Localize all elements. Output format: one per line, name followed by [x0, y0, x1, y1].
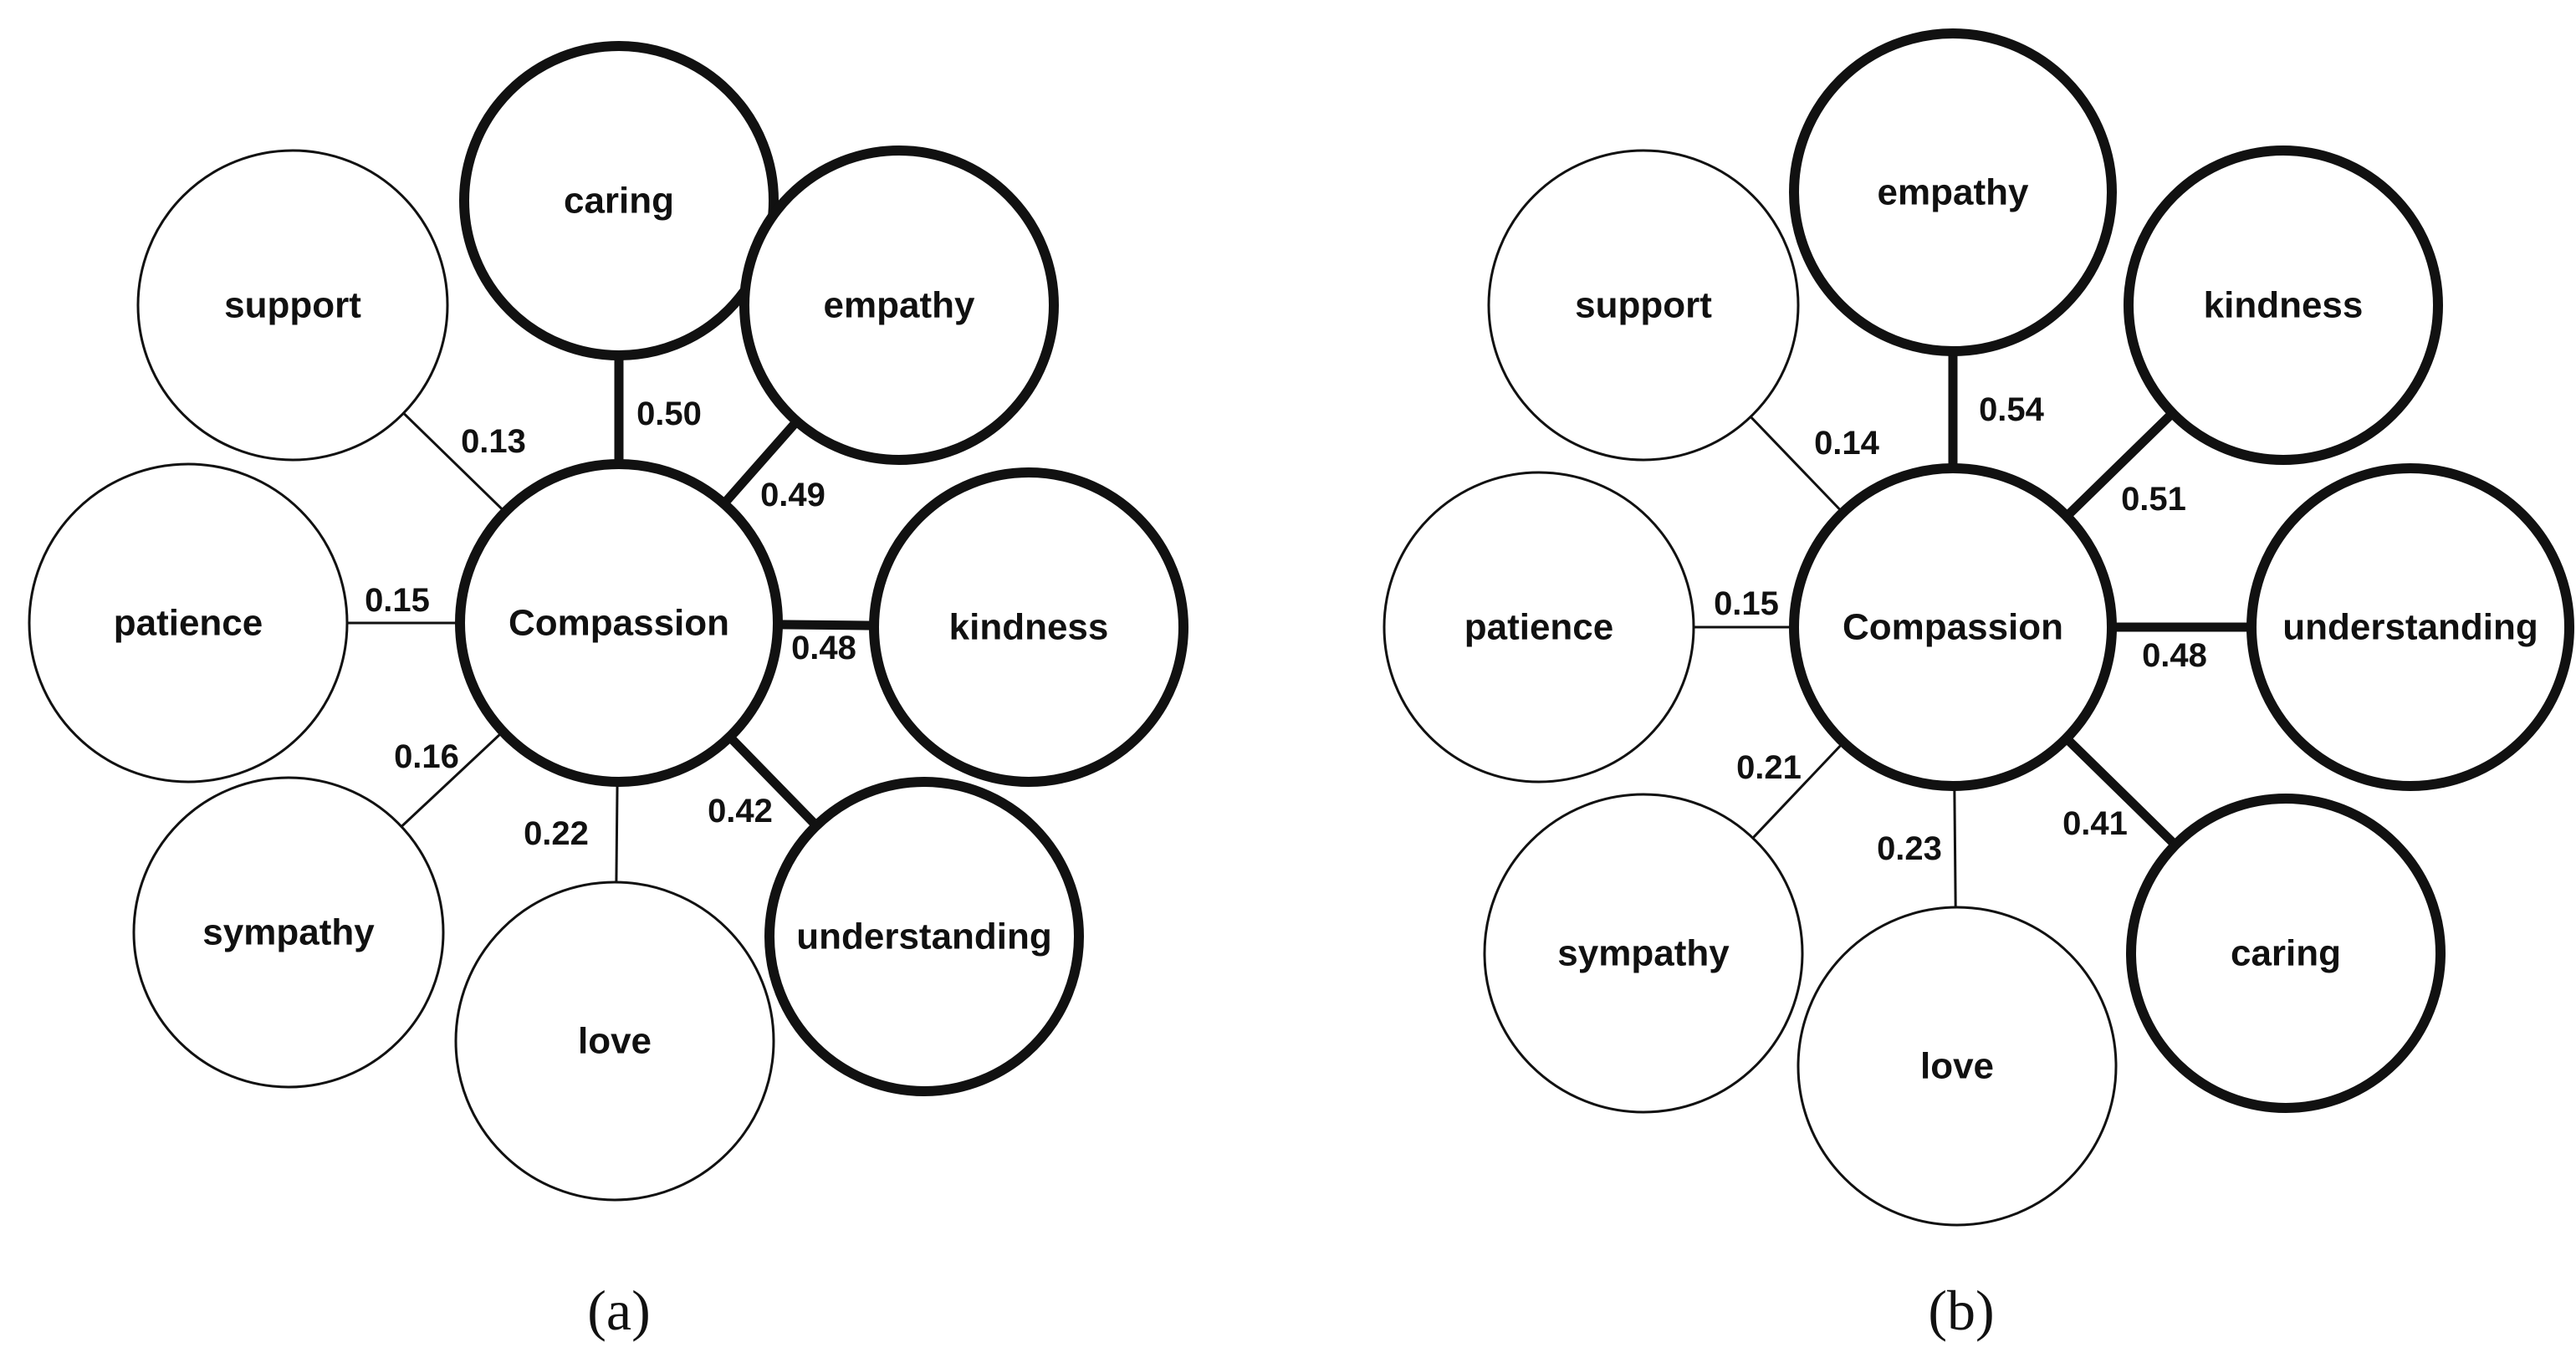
edge-weight-patience: 0.15: [365, 582, 430, 619]
edge-weight-empathy: 0.49: [760, 477, 825, 513]
edge-weight-kindness: 0.51: [2121, 481, 2186, 518]
center-node: [455, 459, 783, 787]
node-love: [454, 881, 775, 1202]
node-support: [136, 149, 449, 462]
edge-weight-support: 0.13: [461, 423, 526, 460]
edge-weight-support: 0.14: [1814, 425, 1880, 462]
edge-weight-kindness: 0.48: [791, 630, 856, 666]
center-node-label: Compassion: [1843, 607, 2063, 648]
edge-love: [615, 781, 619, 883]
node-empathy: [739, 145, 1059, 465]
node-label-understanding: understanding: [796, 916, 1052, 957]
edge-support: [1750, 416, 1844, 514]
edge-sympathy: [1751, 741, 1845, 840]
edge-weight-love: 0.22: [524, 815, 589, 852]
node-label-patience: patience: [1464, 607, 1614, 648]
edge-weight-empathy: 0.54: [1979, 391, 2045, 428]
node-understanding: [2246, 463, 2574, 791]
center-node: [1789, 463, 2117, 791]
panel-caption: (a): [587, 1279, 650, 1342]
node-support: [1487, 149, 1800, 462]
edge-weight-sympathy: 0.16: [394, 738, 459, 775]
node-label-love: love: [1920, 1046, 1994, 1087]
panel-a: caring empathy kindness understanding love sy…: [28, 41, 1188, 1342]
edge-weight-understanding: 0.42: [708, 793, 773, 830]
edge-weight-understanding: 0.48: [2142, 637, 2207, 674]
edge-kindness: [2063, 410, 2176, 520]
node-understanding: [764, 777, 1084, 1096]
edge-weight-sympathy: 0.21: [1736, 749, 1802, 786]
node-patience: [28, 462, 349, 784]
edge-sympathy: [400, 730, 504, 828]
node-label-understanding: understanding: [2282, 607, 2538, 648]
node-love: [1797, 906, 2118, 1227]
node-label-sympathy: sympathy: [202, 912, 375, 953]
node-empathy: [1789, 28, 2117, 356]
node-label-kindness: kindness: [2204, 285, 2364, 326]
node-label-support: support: [1575, 285, 1712, 326]
node-label-love: love: [578, 1021, 652, 1062]
panel-b: empathy kindness understanding caring love sy…: [1383, 28, 2574, 1342]
edge-weight-caring: 0.50: [636, 396, 702, 432]
node-kindness: [869, 467, 1188, 787]
node-label-patience: patience: [114, 603, 263, 644]
edge-empathy: [720, 418, 800, 508]
edge-weight-love: 0.23: [1877, 830, 1942, 867]
edge-caring: [2062, 735, 2179, 849]
node-sympathy: [132, 776, 445, 1089]
node-caring: [459, 41, 779, 360]
edge-weight-patience: 0.15: [1714, 585, 1779, 622]
node-label-empathy: empathy: [824, 285, 975, 326]
node-label-empathy: empathy: [1878, 172, 2029, 213]
edge-support: [402, 412, 506, 513]
panel-caption: (b): [1928, 1279, 1994, 1342]
center-node-label: Compassion: [509, 603, 729, 644]
node-sympathy: [1483, 793, 1804, 1114]
node-label-sympathy: sympathy: [1557, 933, 1730, 974]
node-label-caring: caring: [564, 181, 674, 222]
node-kindness: [2124, 145, 2443, 465]
node-label-kindness: kindness: [949, 607, 1109, 648]
edge-weight-caring: 0.41: [2062, 805, 2128, 842]
node-patience: [1383, 471, 1695, 784]
node-label-support: support: [224, 285, 361, 326]
edge-understanding: [726, 733, 820, 830]
node-label-caring: caring: [2231, 933, 2341, 974]
node-caring: [2126, 794, 2446, 1113]
